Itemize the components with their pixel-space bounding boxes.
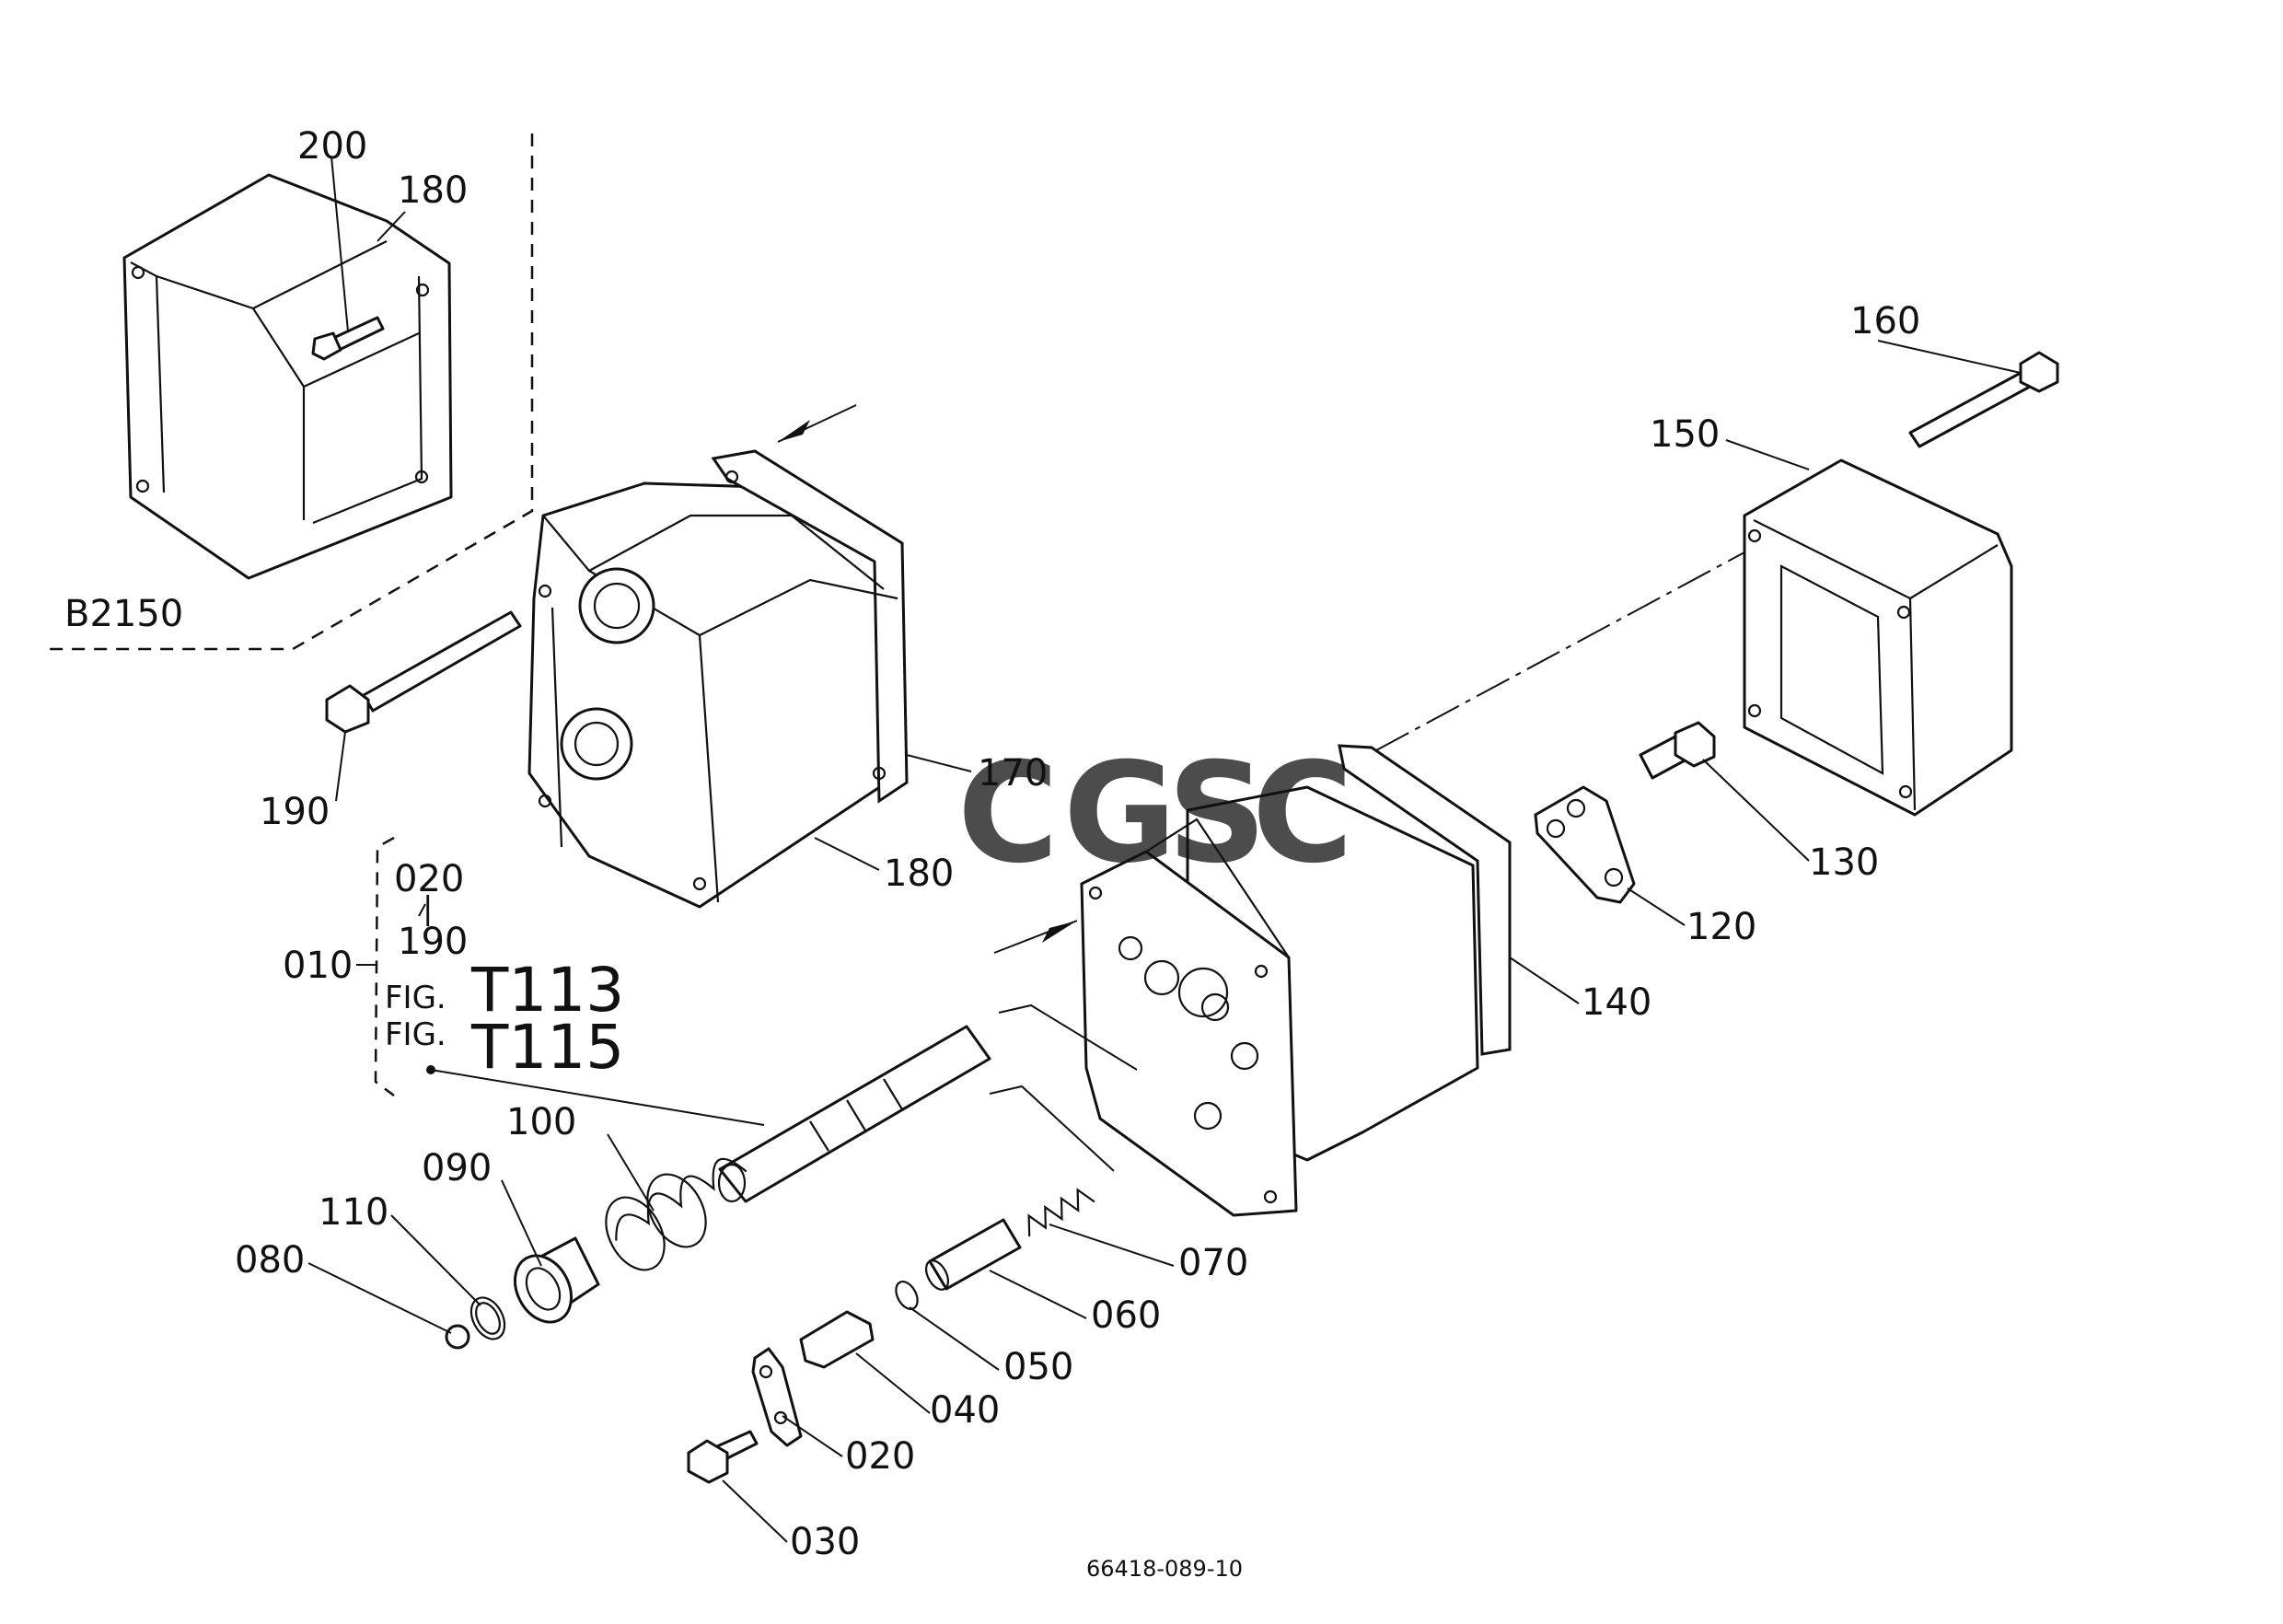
cover-block xyxy=(993,744,1512,1217)
piston-060 xyxy=(924,1218,1022,1291)
callout-180-mid: 180 xyxy=(884,853,954,895)
callout-050: 050 xyxy=(1003,1346,1073,1388)
callout-060: 060 xyxy=(1091,1294,1161,1337)
assembly-includes-from: 020 xyxy=(394,858,464,900)
housing-150 xyxy=(1743,351,2059,817)
watermark-letter-g: G xyxy=(1063,734,1176,894)
bolt-030 xyxy=(687,1430,759,1484)
assembly-includes-sep: | xyxy=(423,890,433,927)
fig-ref-t115: T115 xyxy=(470,1012,624,1083)
callout-070: 070 xyxy=(1178,1242,1248,1284)
valve-040 xyxy=(799,1310,875,1369)
callout-090: 090 xyxy=(422,1147,492,1189)
collar-090 xyxy=(514,1236,600,1324)
callout-110: 110 xyxy=(319,1191,388,1234)
callout-100: 100 xyxy=(506,1101,576,1143)
fig-ref-t113: T113 xyxy=(470,955,624,1026)
fig-prefix-1: FIG. xyxy=(385,980,446,1016)
callout-180-top: 180 xyxy=(398,169,468,212)
callout-040: 040 xyxy=(930,1389,1000,1432)
assembly-bracket xyxy=(374,836,395,1096)
watermark: C G S C xyxy=(957,734,1353,894)
plate-120 xyxy=(1534,785,1636,904)
callout-200: 200 xyxy=(297,125,367,168)
callout-030: 030 xyxy=(790,1521,860,1563)
snap-ring-110 xyxy=(469,1296,506,1340)
label-b2150: B2150 xyxy=(64,593,183,635)
plug-130 xyxy=(1639,721,1716,780)
callout-130: 130 xyxy=(1809,841,1879,884)
callout-150: 150 xyxy=(1650,413,1720,456)
callout-170: 170 xyxy=(978,752,1048,795)
bolt-190 xyxy=(325,610,522,734)
callout-120: 120 xyxy=(1686,906,1756,948)
fig-prefix-2: FIG. xyxy=(385,1016,446,1053)
callout-140: 140 xyxy=(1582,981,1651,1024)
ball-080 xyxy=(445,1324,470,1350)
callout-190: 190 xyxy=(260,791,330,833)
assembly-number: 010 xyxy=(283,945,353,987)
pump-body-left xyxy=(527,404,909,909)
leader-lines xyxy=(307,156,2022,1543)
drawing-number: 66418-089-10 xyxy=(1086,1556,1243,1582)
callout-080: 080 xyxy=(235,1239,305,1282)
watermark-letter-c2: C xyxy=(1252,734,1353,894)
watermark-letter-c1: C xyxy=(957,734,1059,894)
b2150-inset xyxy=(46,133,534,651)
callout-160: 160 xyxy=(1850,300,1920,342)
o-ring-050 xyxy=(895,1281,919,1310)
plate-020 xyxy=(751,1347,803,1447)
spool-shaft xyxy=(717,1025,991,1203)
spring-070 xyxy=(1027,1188,1095,1236)
watermark-letter-s: S xyxy=(1167,734,1267,894)
callout-020: 020 xyxy=(845,1435,915,1478)
spring-100 xyxy=(605,1157,747,1271)
assembly-includes-to: 190 xyxy=(398,921,468,963)
